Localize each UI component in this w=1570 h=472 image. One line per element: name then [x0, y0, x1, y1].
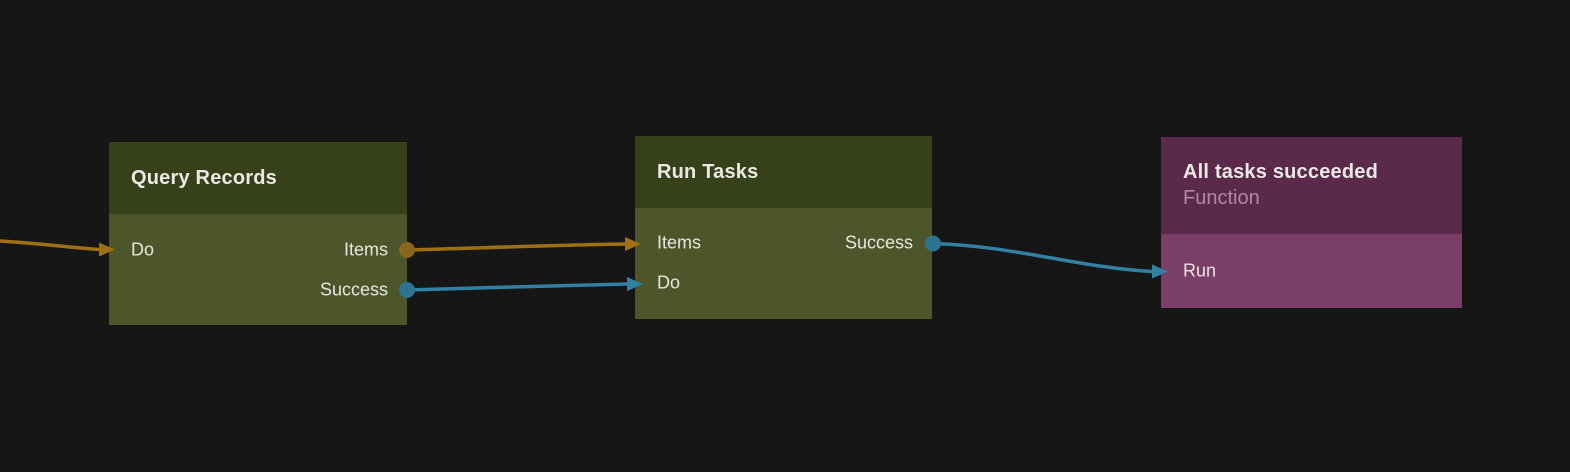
node-query-records[interactable]: Query Records Do Items Success [109, 142, 407, 325]
port-output-success[interactable]: Success [319, 279, 388, 300]
wire-run-success-to-function-run[interactable] [925, 235, 1168, 279]
wire-path[interactable] [405, 282, 629, 292]
node-all-tasks-succeeded[interactable]: All tasks succeeded Function Run [1161, 137, 1462, 308]
node-run-tasks-header[interactable]: Run Tasks [635, 136, 932, 208]
node-query-records-header[interactable]: Query Records [109, 142, 407, 214]
port-input-items[interactable]: Items [657, 232, 702, 253]
port-input-do[interactable]: Do [131, 239, 155, 260]
node-run-tasks[interactable]: Run Tasks Items Do Success [635, 136, 932, 319]
wire-path[interactable] [405, 242, 627, 252]
node-title: All tasks succeeded [1183, 161, 1379, 183]
node-title: Query Records [131, 166, 277, 189]
wire-query-success-to-run-do[interactable] [399, 277, 643, 298]
node-all-tasks-succeeded-header[interactable]: All tasks succeeded Function [1161, 137, 1462, 234]
wire-query-items-to-run-items[interactable] [399, 237, 641, 258]
port-output-items[interactable]: Items [343, 239, 388, 260]
port-output-success[interactable]: Success [844, 232, 913, 253]
node-subtitle: Function [1183, 187, 1260, 209]
wire-path[interactable] [931, 241, 1154, 274]
wire-external-to-query-do[interactable] [0, 239, 115, 257]
port-input-run[interactable]: Run [1183, 260, 1217, 281]
node-title: Run Tasks [657, 160, 759, 183]
wire-path[interactable] [0, 239, 101, 252]
port-input-do[interactable]: Do [657, 272, 681, 293]
